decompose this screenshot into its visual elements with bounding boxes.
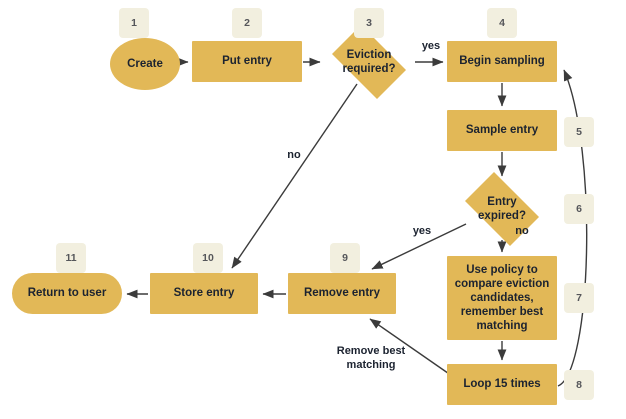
node-remove-entry-label: Remove entry — [303, 287, 381, 300]
node-store-entry-label: Store entry — [173, 287, 235, 300]
edge-eviction-no-to-store-entry — [231, 83, 358, 269]
node-sample-entry[interactable]: Sample entry — [447, 110, 557, 151]
step-badge-1-text: 1 — [131, 17, 137, 29]
edge-label-eviction-no: no — [287, 149, 301, 161]
step-badge-5: 5 — [564, 117, 594, 147]
step-badge-10-text: 10 — [202, 252, 214, 264]
step-badge-7: 7 — [564, 283, 594, 313]
step-badge-3: 3 — [354, 8, 384, 38]
node-entry-expired-label: Entry expired? — [478, 195, 526, 222]
step-badge-11: 11 — [56, 243, 86, 273]
step-badge-4-text: 4 — [499, 17, 505, 29]
node-return-to-user[interactable]: Return to user — [12, 273, 122, 314]
step-badge-8-text: 8 — [576, 379, 582, 391]
edge-entry-expired-yes-to-remove-entry — [371, 223, 467, 270]
edge-label-eviction-yes: yes — [421, 40, 441, 52]
node-put-entry-label: Put entry — [222, 55, 272, 68]
edge-loop-to-remove-entry — [369, 318, 456, 379]
step-badge-5-text: 5 — [576, 126, 582, 138]
edge-label-remove-best-matching: Remove best matching — [336, 345, 406, 371]
node-loop-15-times[interactable]: Loop 15 times — [447, 364, 557, 405]
step-badge-4: 4 — [487, 8, 517, 38]
edge-label-entry-expired-no: no — [515, 225, 529, 237]
node-begin-sampling[interactable]: Begin sampling — [447, 41, 557, 82]
step-badge-10: 10 — [193, 243, 223, 273]
node-return-to-user-label: Return to user — [27, 287, 107, 300]
step-badge-9: 9 — [330, 243, 360, 273]
node-sample-entry-label: Sample entry — [465, 124, 539, 137]
step-badge-3-text: 3 — [366, 17, 372, 29]
step-badge-2-text: 2 — [244, 17, 250, 29]
step-badge-7-text: 7 — [576, 292, 582, 304]
step-badge-9-text: 9 — [342, 252, 348, 264]
node-eviction-required-label: Eviction required? — [342, 48, 396, 75]
step-badge-6-text: 6 — [576, 203, 582, 215]
node-create-label: Create — [127, 57, 163, 70]
node-eviction-required[interactable]: Eviction required? — [324, 25, 414, 99]
step-badge-2: 2 — [232, 8, 262, 38]
node-create[interactable]: Create — [110, 38, 180, 90]
edge-label-entry-expired-yes: yes — [412, 225, 432, 237]
step-badge-11-text: 11 — [65, 252, 77, 264]
step-badge-6: 6 — [564, 194, 594, 224]
node-loop-15-times-label: Loop 15 times — [463, 378, 541, 391]
node-entry-expired[interactable]: Entry expired? — [457, 172, 547, 246]
step-badge-1: 1 — [119, 8, 149, 38]
node-put-entry[interactable]: Put entry — [192, 41, 302, 82]
node-begin-sampling-label: Begin sampling — [459, 55, 545, 68]
step-badge-8: 8 — [564, 370, 594, 400]
node-remove-entry[interactable]: Remove entry — [288, 273, 396, 314]
node-store-entry[interactable]: Store entry — [150, 273, 258, 314]
node-use-policy-label: Use policy to compare eviction candidate… — [454, 263, 550, 333]
node-use-policy[interactable]: Use policy to compare eviction candidate… — [447, 256, 557, 340]
